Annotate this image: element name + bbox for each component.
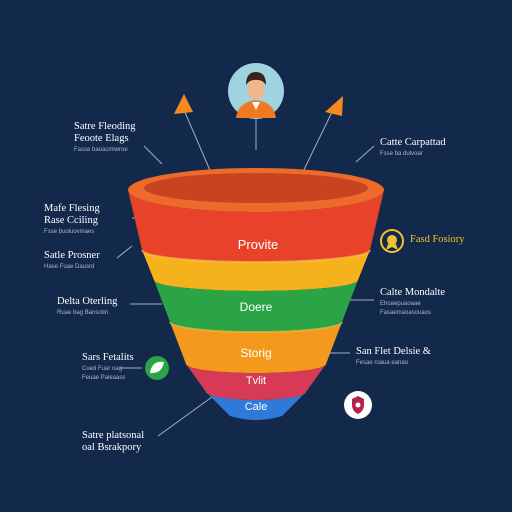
label-title: Rase Cciling bbox=[44, 215, 98, 227]
label-title: Delta Oterling bbox=[57, 296, 118, 307]
funnel-stage-1 bbox=[128, 190, 384, 262]
arrow-up-right-icon bbox=[297, 96, 343, 183]
label-title: Catte Carpattad bbox=[380, 137, 446, 148]
label-subtitle: Fsse buoluovmaes bbox=[44, 229, 95, 236]
connector-line bbox=[143, 145, 163, 165]
connector-line bbox=[157, 396, 213, 437]
label-title: Mafe Flesing bbox=[44, 203, 100, 214]
label-mid-left-3: Delta Oterling Ruae bag Bansotin bbox=[57, 296, 117, 317]
stage-label-6: Cale bbox=[245, 401, 268, 413]
label-bottom-left: Satre platsonal oal Bsrakpory bbox=[82, 430, 144, 454]
funnel-stage-5 bbox=[186, 364, 326, 400]
stage-label-4: Storig bbox=[240, 346, 271, 360]
label-top-left: Satre Fleoding Feoote Elags Fasse baoacm… bbox=[74, 121, 136, 154]
label-title: Calte Mondalte bbox=[380, 287, 446, 298]
label-title: San Flet Delsie & bbox=[356, 346, 431, 357]
funnel-stage-6 bbox=[206, 392, 306, 420]
label-subtitle: Cued Fuar oag bbox=[82, 366, 123, 373]
funnel-stage-4 bbox=[170, 322, 342, 373]
label-subtitle: Fsse ba dulvoar bbox=[380, 151, 423, 158]
badge-icon bbox=[380, 229, 404, 253]
label-subtitle: Feuae Paieaass bbox=[82, 374, 126, 381]
stage-label-1: Provite bbox=[238, 237, 278, 252]
label-title: Satre platsonal bbox=[82, 430, 145, 441]
funnel-opening bbox=[144, 173, 368, 203]
arrow-up-left-icon bbox=[174, 94, 216, 183]
connector-line bbox=[355, 145, 375, 163]
label-subtitle: Ehoaepuaoaae bbox=[380, 301, 421, 308]
label-title: Feoote Elags bbox=[74, 133, 129, 145]
funnel: Provite Doere Storig Tvlit Cale bbox=[128, 168, 384, 420]
shield-icon bbox=[344, 391, 372, 419]
label-title: oal Bsrakpory bbox=[82, 442, 142, 454]
label-subtitle: Fasse baoacmiwroe bbox=[74, 147, 128, 154]
connector-line bbox=[116, 245, 133, 259]
funnel-stage-2 bbox=[142, 250, 370, 291]
label-top-right: Catte Carpattad Fsse ba dulvoar bbox=[380, 137, 446, 158]
label-subtitle: Ruae bag Bansotin bbox=[57, 310, 109, 317]
label-subtitle: Fasaemaoasouaos bbox=[380, 309, 432, 316]
label-mid-right-2: Calte Mondalte Ehoaepuaoaae Fasaemaoasou… bbox=[380, 287, 445, 317]
label-mid-right-1: Fasd Fosiory bbox=[410, 234, 465, 248]
label-title: Fasd Fosiory bbox=[410, 234, 465, 245]
label-title: Satre Fleoding bbox=[74, 121, 136, 132]
label-low-left: Sars Fetalits Cued Fuar oag Feuae Paieaa… bbox=[82, 352, 134, 382]
label-mid-left-1: Mafe Flesing Rase Cciling Fsse buoluovma… bbox=[44, 203, 100, 236]
funnel-stage-3 bbox=[154, 280, 358, 332]
stage-label-5: Tvlit bbox=[246, 375, 266, 387]
label-subtitle: Fesae roaua eanao bbox=[356, 360, 409, 367]
leaf-icon bbox=[145, 356, 169, 380]
stage-label-3: Doere bbox=[240, 300, 273, 314]
label-low-right: San Flet Delsie & Fesae roaua eanao bbox=[356, 346, 431, 367]
label-title: Sars Fetalits bbox=[82, 352, 134, 363]
label-title: Satle Prosner bbox=[44, 250, 100, 261]
label-mid-left-2: Satle Prosner Hase Fuae Dausrd bbox=[44, 250, 100, 271]
person-icon bbox=[228, 63, 284, 119]
label-subtitle: Hase Fuae Dausrd bbox=[44, 264, 95, 271]
